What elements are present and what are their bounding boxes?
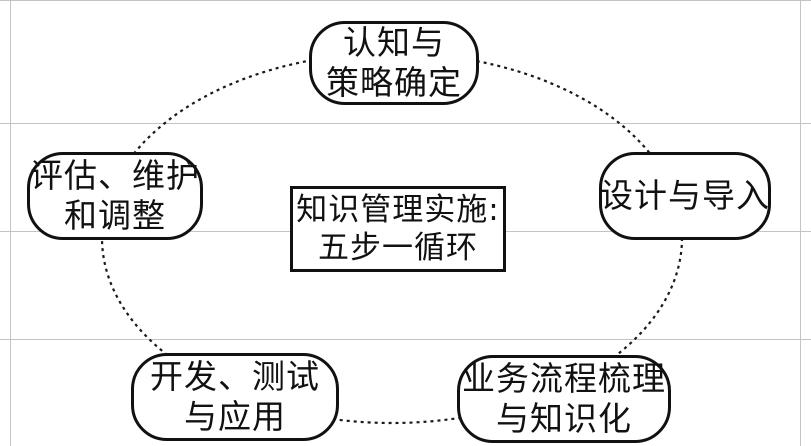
step-label-line1: 设计与导入 (600, 176, 770, 215)
step-label-line2: 与应用 (184, 397, 286, 436)
step-process-knowledge: 业务流程梳理 与知识化 (457, 355, 671, 443)
center-title-box: 知识管理实施: 五步一循环 (290, 186, 506, 272)
step-label-line1: 认知与 (343, 23, 445, 62)
step-label-line1: 开发、测试 (150, 357, 320, 396)
grid-line-right (800, 0, 801, 446)
step-develop-test-apply: 开发、测试 与应用 (131, 353, 339, 441)
grid-line (0, 123, 811, 124)
step-evaluate-maintain: 评估、维护 和调整 (27, 152, 203, 240)
grid-line-top (0, 0, 811, 1)
grid-line (0, 339, 811, 340)
step-cognition-strategy: 认知与 策略确定 (309, 21, 479, 105)
grid-line-left (10, 0, 11, 446)
step-label-line2: 和调整 (64, 196, 166, 235)
center-title-line1: 知识管理实施: (296, 192, 500, 228)
step-label-line2: 策略确定 (326, 63, 462, 102)
step-label-line2: 与知识化 (496, 399, 632, 438)
step-design-import: 设计与导入 (599, 152, 771, 240)
center-title-line2: 五步一循环 (318, 230, 478, 266)
step-label-line1: 业务流程梳理 (462, 359, 666, 398)
step-label-line1: 评估、维护 (30, 156, 200, 195)
